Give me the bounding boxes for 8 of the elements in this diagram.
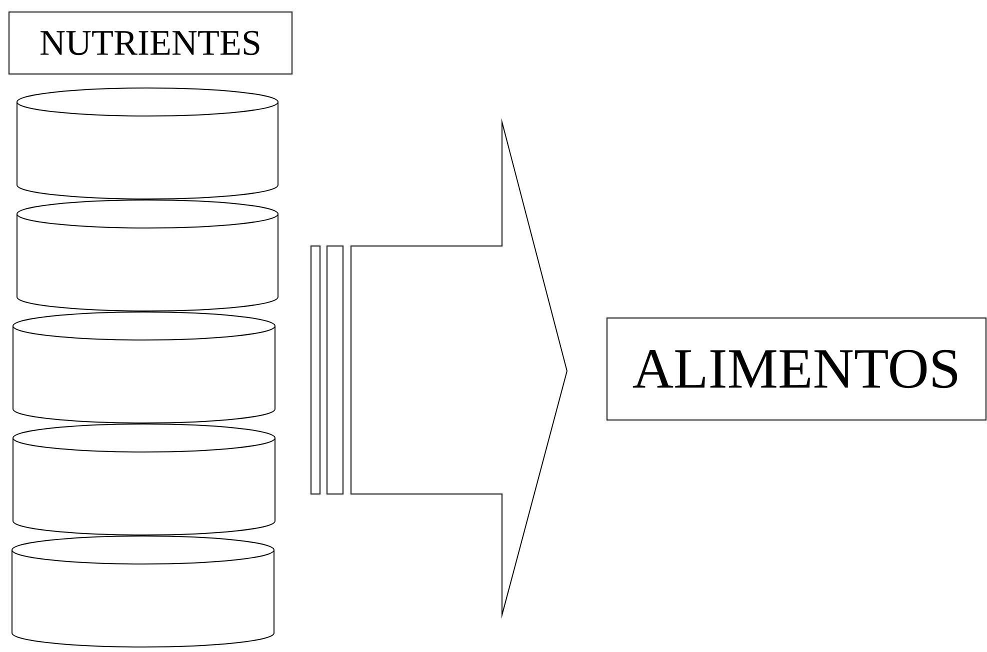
- text-box: NUTRIENTES: [8, 12, 292, 74]
- cylinder: [16, 200, 278, 312]
- text-box: ALIMENTOS: [606, 318, 986, 420]
- cylinder: [12, 536, 274, 648]
- cylinder: [12, 312, 276, 424]
- cylinder: [16, 88, 278, 200]
- block-arrow: [310, 118, 568, 619]
- cylinder: [12, 424, 276, 536]
